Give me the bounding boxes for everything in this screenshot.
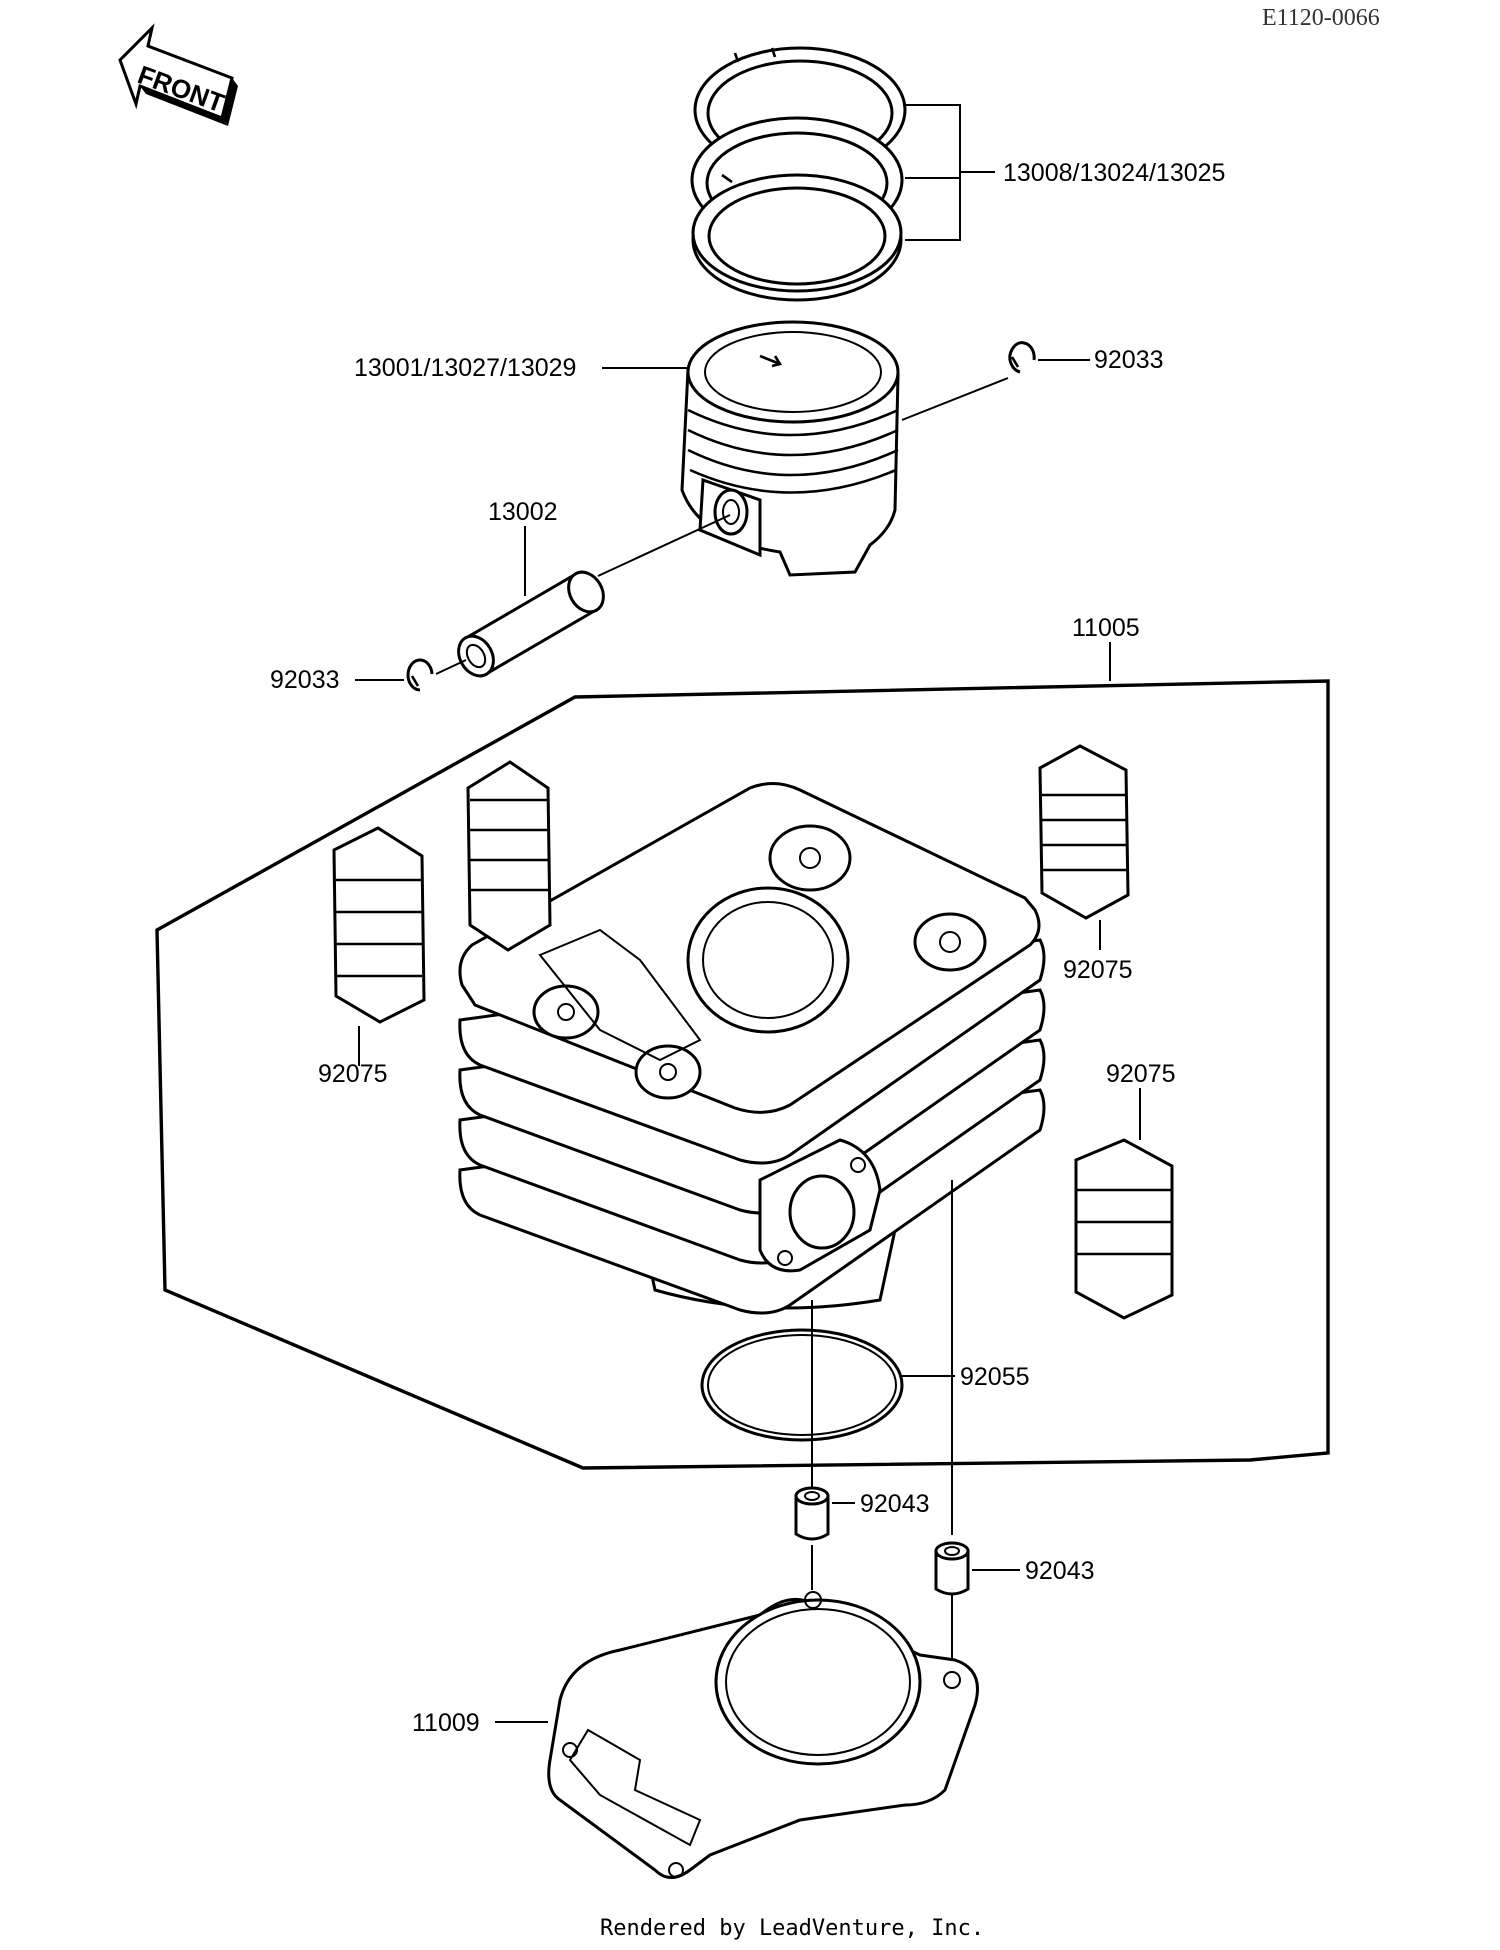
o-ring-label: 92055: [960, 1363, 1030, 1391]
circlip-right-label: 92033: [1094, 346, 1164, 374]
damper-top-right-label: 92075: [1063, 956, 1133, 984]
damper-right-label: 92075: [1106, 1060, 1176, 1088]
dowel-pin-left-label: 92043: [860, 1490, 930, 1518]
damper-left-label: 92075: [318, 1060, 388, 1088]
fin-damper-right: [1074, 1138, 1174, 1320]
fin-damper-top-right: [1038, 744, 1130, 920]
o-ring: [700, 1328, 904, 1442]
base-gasket: [547, 1591, 979, 1879]
footer-credit: Rendered by LeadVenture, Inc.: [600, 1916, 984, 1941]
piston-pin-label: 13002: [488, 498, 558, 526]
piston-pin: [457, 570, 605, 678]
dowel-pin-right: [934, 1541, 970, 1596]
piston-label: 13001/13027/13029: [354, 354, 576, 382]
fin-damper-top-left: [466, 760, 552, 952]
fin-damper-left: [332, 826, 426, 1024]
cylinder-label: 11005: [1072, 614, 1140, 642]
dowel-pin-right-label: 92043: [1025, 1557, 1095, 1585]
front-arrow-icon: FRONT: [118, 23, 238, 126]
circlip-left-label: 92033: [270, 666, 340, 694]
piston: [680, 320, 900, 577]
cylinder-block: [458, 782, 1046, 1315]
base-gasket-label: 11009: [412, 1709, 480, 1737]
piston-rings: [690, 46, 907, 302]
circlip-left: [406, 658, 434, 692]
dowel-pin-left: [794, 1486, 830, 1541]
assembly-boundary: [155, 679, 1330, 1470]
drawing-code: E1120-0066: [1262, 5, 1380, 31]
circlip-right: [1008, 340, 1036, 374]
rings-label: 13008/13024/13025: [1003, 159, 1225, 187]
